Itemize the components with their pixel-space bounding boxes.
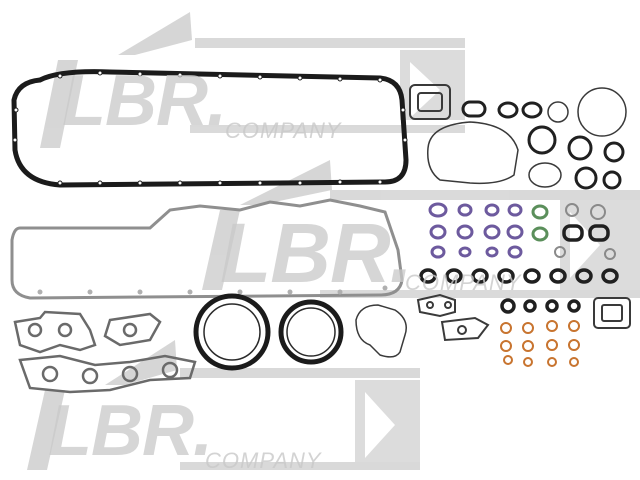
watermark-brand-middle: LBR. xyxy=(220,206,413,300)
watermark-logo-middle xyxy=(202,160,640,298)
thin-outline-gaskets xyxy=(427,87,627,188)
water-pump-gasket xyxy=(355,304,407,358)
o-rings-black-mid xyxy=(419,224,619,314)
watermark-suffix-bottom: COMPANY xyxy=(205,448,322,473)
oil-pan-gasket xyxy=(11,69,409,188)
o-rings-orange xyxy=(500,320,580,367)
watermark-brand-top: LBR. xyxy=(62,61,227,141)
crankshaft-seal-large xyxy=(193,293,271,371)
exhaust-manifold-gaskets xyxy=(13,310,197,394)
o-rings-grey-small xyxy=(554,203,616,260)
flange-gaskets xyxy=(409,84,631,342)
o-rings-black-upper xyxy=(461,100,625,190)
crankshaft-seal-small xyxy=(278,299,344,365)
o-rings-purple xyxy=(428,202,524,259)
o-ring-thin xyxy=(547,101,569,123)
watermark-suffix-top: COMPANY xyxy=(225,118,342,143)
o-rings-green xyxy=(531,204,549,242)
watermark-brand-bottom: LBR. xyxy=(48,391,213,471)
head-gasket xyxy=(10,198,404,300)
watermark-suffix-middle: COMPANY xyxy=(405,270,522,295)
